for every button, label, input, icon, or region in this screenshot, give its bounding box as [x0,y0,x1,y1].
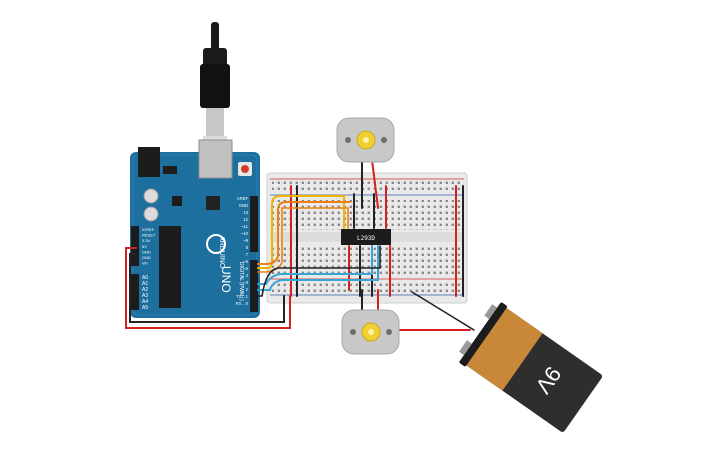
digital-header-high[interactable] [250,196,258,252]
digital-pin-labels: AREF GND 13 12 ~11 ~10 ~9 8 7 ~6 ~5 4 ~3 2TX→1RX←0 [236,196,249,306]
arduino-board[interactable]: ARDUINO UNO DIGITAL (PWM~) IOREFRESET3.3… [130,139,260,318]
analog-header[interactable] [131,274,139,310]
pin-label: A2 [142,287,148,293]
pin-label: ~10 [241,231,249,236]
pin-label: TX→1 [236,294,249,299]
pin-label: ~9 [243,238,248,243]
pin-label: Vin [142,261,148,266]
power-header[interactable] [131,226,139,266]
pin-label: A3 [142,293,148,299]
pin-label: ~11 [241,224,248,229]
brand-label: ARDUINO [218,236,225,269]
pin-label: 13 [243,210,248,215]
pin-label: A1 [142,281,148,287]
pin-label: 2 [246,287,249,292]
pin-label: RX←0 [236,301,249,306]
digital-header-low[interactable] [250,260,258,312]
dc-motor-icon[interactable] [336,117,395,163]
pin-label: GND [142,249,151,254]
pin-label: AREF [237,196,249,201]
pin-label: 4 [246,273,249,278]
model-label: UNO [219,266,233,293]
pin-label: 3.3V [142,238,151,243]
pin-label: 8 [246,245,249,250]
pin-label: 5V [142,244,147,249]
pin-label: 12 [243,217,248,222]
chip-label: L293D [357,235,375,242]
digital-label: DIGITAL (PWM~) [238,262,244,301]
ic-chip-icon[interactable]: L293D [341,229,391,245]
pin-label: RESET [142,233,156,238]
breadboard[interactable] [266,172,468,304]
pin-label: 7 [246,252,249,257]
battery-9v-icon[interactable]: 9V [454,298,605,434]
pin-label: A4 [142,299,148,305]
dc-motor-icon[interactable] [341,309,400,355]
pin-label: IOREF [142,227,155,232]
pin-label: A5 [142,305,148,311]
usb-cable-icon [200,22,230,146]
pin-label: GND [239,203,248,208]
pin-label: GND [142,255,151,260]
pin-label: ~5 [243,266,248,271]
pin-label: A0 [142,275,148,281]
pin-label: ~3 [243,280,248,285]
pin-label: ~6 [243,259,248,264]
wires [125,159,475,331]
